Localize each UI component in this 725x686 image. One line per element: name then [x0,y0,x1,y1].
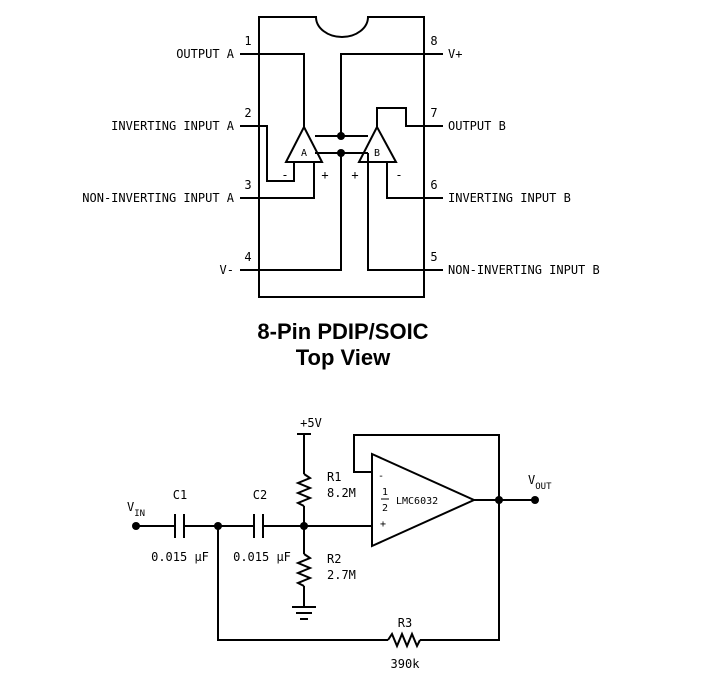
pin8-number: 8 [430,34,437,48]
c2-value: 0.015 μF [233,550,291,564]
r2-name: R2 [327,552,341,566]
opamp-a-minus: - [281,168,288,182]
ic-internal-wiring [259,53,424,271]
opamp-b-triangle [357,124,398,163]
vout-terminal [531,496,539,504]
junction-dot [337,149,345,157]
ground-icon [292,606,316,620]
c1-value: 0.015 μF [151,550,209,564]
pin7-number: 7 [430,106,437,120]
r3-value: 390k [391,657,421,671]
r3-name: R3 [398,616,412,630]
r2-resistor [295,553,313,587]
pin4-label: V- [220,263,234,277]
opamp-fraction-num: 1 [382,487,388,498]
opamp-a-plus: + [321,168,328,182]
opamp-minus-sign: - [378,471,384,482]
pin6-label: INVERTING INPUT B [448,191,571,205]
pin2-label: INVERTING INPUT A [111,119,235,133]
opamp-part-name: LMC6032 [396,496,438,507]
pin1-label: OUTPUT A [176,47,235,61]
pin4-number: 4 [244,250,251,264]
r1-name: R1 [327,470,341,484]
lmc6032-opamp-triangle [371,452,477,548]
filter-circuit: VIN C1 0.015 μF C2 0.015 μF +5V R1 8.2M … [127,416,552,671]
opamp-plus-sign: + [380,519,386,530]
opamp-b-label: B [374,148,380,159]
junction-dot [337,132,345,140]
pin5-label: NON-INVERTING INPUT B [448,263,600,277]
opamp-fraction-den: 2 [382,503,388,514]
opamp-a-triangle [284,124,324,163]
vin-label: VIN [127,500,145,519]
pin8-label: V+ [448,47,462,61]
package-title: 8-Pin PDIP/SOIC [257,319,428,344]
opamp-b-minus: - [395,168,402,182]
c1-name: C1 [173,488,187,502]
r1-value: 8.2M [327,486,356,500]
pin6-number: 6 [430,178,437,192]
pin2-number: 2 [244,106,251,120]
r2-value: 2.7M [327,568,356,582]
pin1-number: 1 [244,34,251,48]
package-subtitle: Top View [296,345,391,370]
ic-package-body [258,16,425,298]
r3-resistor [387,631,421,649]
pin7-label: OUTPUT B [448,119,506,133]
pin3-number: 3 [244,178,251,192]
pin3-label: NON-INVERTING INPUT A [82,191,234,205]
supply-label: +5V [300,416,322,430]
opamp-a-label: A [301,148,307,159]
ic-pinout: A B - + + - 1 2 3 4 5 6 7 8 OUTPUT A INV… [82,16,600,370]
opamp-b-plus: + [351,168,358,182]
pin5-number: 5 [430,250,437,264]
junction-dot [300,522,308,530]
c2-name: C2 [253,488,267,502]
r1-resistor [295,473,313,507]
vout-label: VOUT [528,473,552,492]
